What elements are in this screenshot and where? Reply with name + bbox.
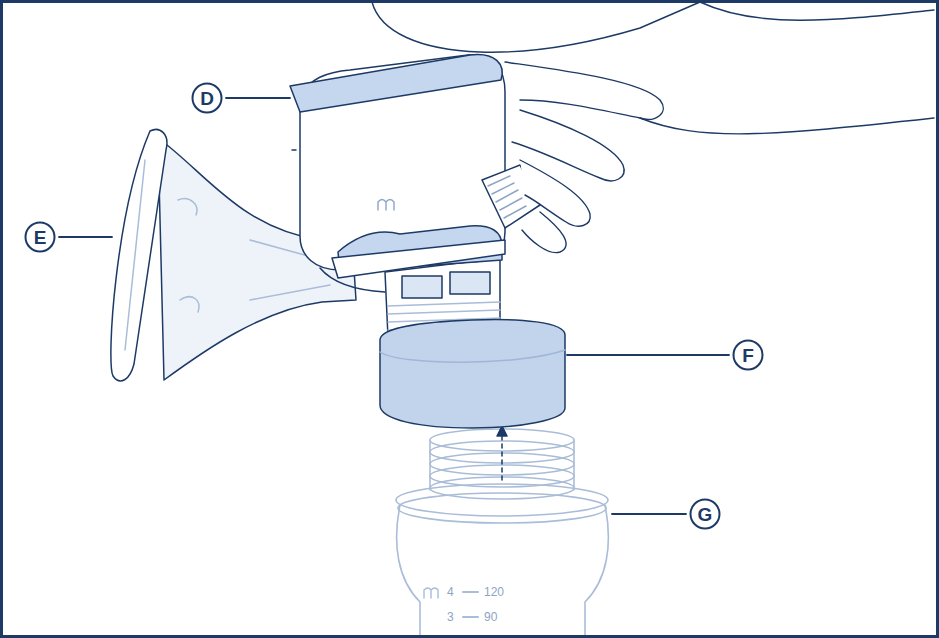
graduation-label: 90 [484, 611, 497, 623]
callout-letter: D [200, 89, 214, 108]
callout-letter: E [34, 228, 47, 247]
callout-circle: E [24, 221, 56, 253]
graduation-label: 3 [447, 611, 454, 623]
pump-body [290, 55, 540, 278]
callout-circle: G [689, 498, 721, 530]
bottle [396, 429, 608, 638]
callout-circle: D [191, 82, 223, 114]
collar [380, 320, 565, 428]
hand [372, 2, 934, 253]
leader-lines [59, 98, 729, 514]
callout-letter: G [698, 505, 713, 524]
graduation-label: 120 [484, 586, 504, 598]
callout-circle: F [732, 339, 764, 371]
graduation-label: 4 [447, 586, 454, 598]
assembly-arrow [497, 426, 507, 480]
callout-letter: F [742, 346, 754, 365]
